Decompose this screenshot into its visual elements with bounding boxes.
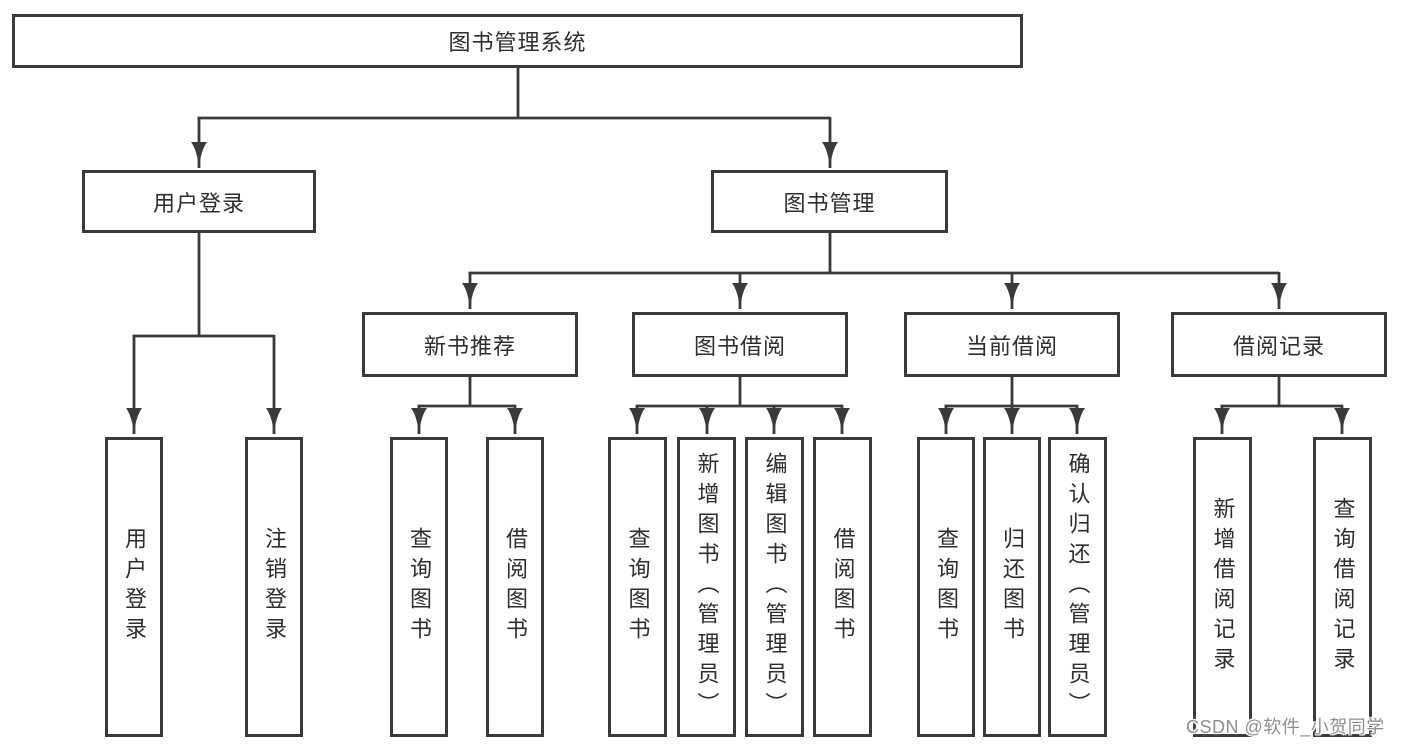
node-book-borrow: 图书借阅 xyxy=(632,312,848,377)
leaf-add-book-admin: 新增图书（管理员） xyxy=(677,437,736,737)
node-label: 图书管理系统 xyxy=(448,30,587,55)
node-new-book-recommend: 新书推荐 xyxy=(362,312,578,377)
leaf-label: 查询图书 xyxy=(934,527,959,647)
node-label: 新书推荐 xyxy=(423,333,516,359)
node-label: 图书借阅 xyxy=(693,333,786,359)
leaf-query-books-3: 查询图书 xyxy=(917,437,975,737)
node-library-system: 图书管理系统 xyxy=(12,14,1023,68)
leaf-label: 查询图书 xyxy=(407,527,432,647)
leaf-return-book: 归还图书 xyxy=(983,437,1041,737)
node-user-login: 用户登录 xyxy=(82,170,316,233)
leaf-label: 查询借阅记录 xyxy=(1330,497,1356,677)
node-label: 当前借阅 xyxy=(965,333,1058,359)
leaf-label: 用户登录 xyxy=(122,527,147,647)
leaf-edit-book-admin: 编辑图书（管理员） xyxy=(745,437,804,737)
leaf-label: 注销登录 xyxy=(262,527,287,647)
leaf-label: 新增借阅记录 xyxy=(1210,497,1236,677)
leaf-user-login: 用户登录 xyxy=(105,437,163,737)
leaf-label: 新增图书（管理员） xyxy=(694,452,720,722)
node-label: 借阅记录 xyxy=(1232,333,1325,359)
leaf-borrow-books-1: 借阅图书 xyxy=(486,437,544,737)
node-current-borrow: 当前借阅 xyxy=(904,312,1120,377)
leaf-label: 确认归还（管理员） xyxy=(1065,452,1091,722)
leaf-logout: 注销登录 xyxy=(245,437,303,737)
leaf-query-books-2: 查询图书 xyxy=(608,437,667,737)
leaf-borrow-books-2: 借阅图书 xyxy=(813,437,872,737)
leaf-confirm-return-admin: 确认归还（管理员） xyxy=(1048,437,1107,737)
leaf-query-books-1: 查询图书 xyxy=(390,437,448,737)
node-borrow-record: 借阅记录 xyxy=(1171,312,1387,377)
leaf-label: 借阅图书 xyxy=(830,527,856,647)
csdn-watermark: CSDN @软件_小贺同学 xyxy=(1186,717,1385,737)
leaf-query-borrow-record: 查询借阅记录 xyxy=(1313,437,1372,737)
leaf-label: 归还图书 xyxy=(1000,527,1025,647)
node-label: 用户登录 xyxy=(152,190,245,216)
node-label: 图书管理 xyxy=(783,190,876,216)
leaf-label: 编辑图书（管理员） xyxy=(762,452,788,722)
leaf-add-borrow-record: 新增借阅记录 xyxy=(1193,437,1252,737)
leaf-label: 查询图书 xyxy=(625,527,651,647)
leaf-label: 借阅图书 xyxy=(503,527,528,647)
node-book-management: 图书管理 xyxy=(711,170,948,233)
